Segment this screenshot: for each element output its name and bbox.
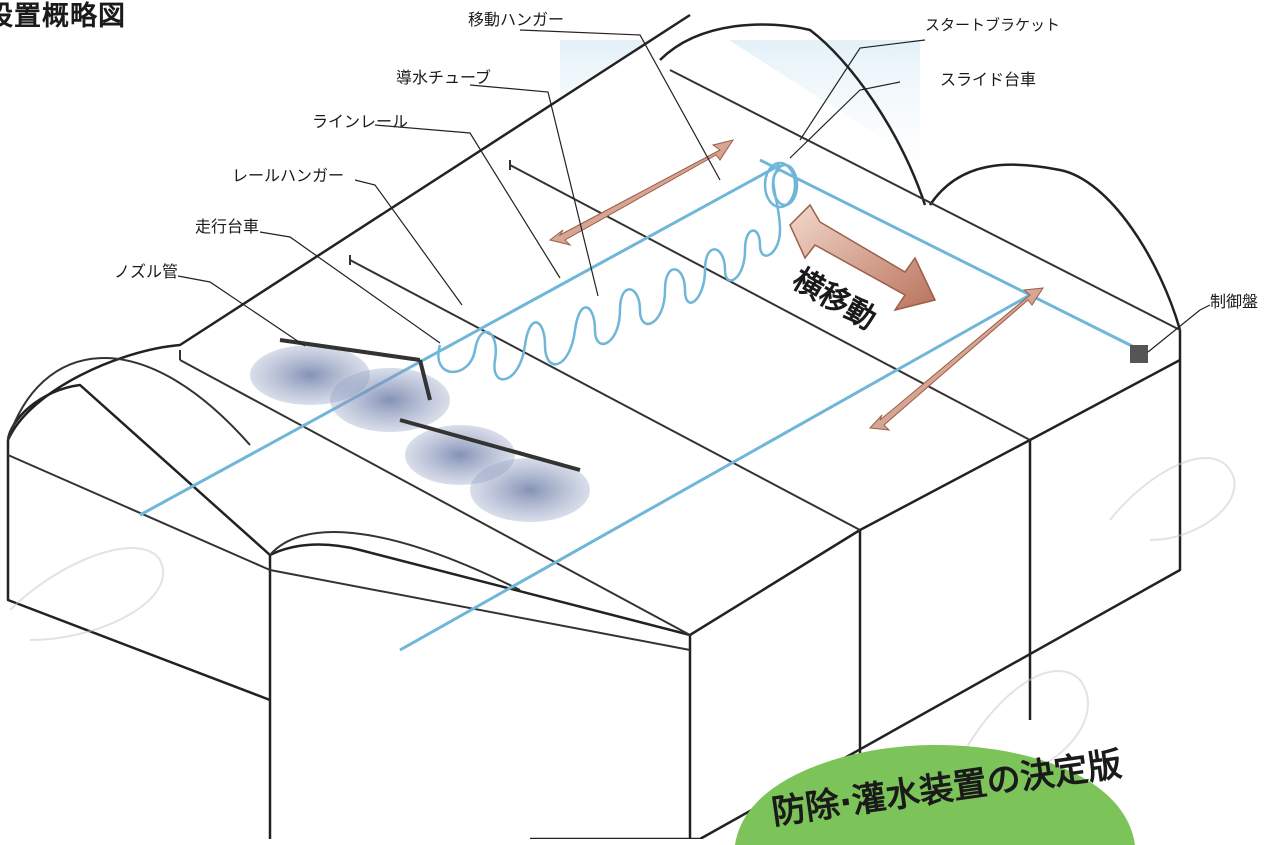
front-arches — [7, 357, 691, 651]
promo-badge: 防除·灌水装置の決定版 — [735, 744, 1135, 845]
start-bracket-label: スタートブラケット — [925, 16, 1061, 34]
diagram-title: 設置概略図 — [0, 1, 126, 32]
spray-area — [250, 345, 590, 522]
control-panel-label: 制御盤 — [1210, 292, 1259, 311]
ridge-lines — [179, 69, 1181, 636]
lateral-move-arrow — [789, 203, 937, 312]
badge-shape — [735, 745, 1135, 845]
water-tube-label: 導水チューブ — [396, 68, 492, 87]
nozzle-pipe-label: ノズル管 — [114, 262, 179, 281]
slide-carriage-label: スライド台車 — [940, 70, 1037, 89]
line-rail-label: ラインレール — [312, 112, 409, 131]
moving-hanger-label: 移動ハンガー — [468, 10, 565, 29]
lateral-arrows — [548, 139, 1044, 431]
line-rail — [139, 158, 1141, 652]
nozzle-pipe — [279, 338, 581, 472]
rail-hanger-label: レールハンガー — [232, 166, 345, 185]
control-panel-box — [1130, 345, 1148, 363]
travel-carriage-label: 走行台車 — [195, 217, 260, 236]
water-tube-coil — [437, 161, 799, 381]
leader-lines — [177, 29, 1211, 353]
